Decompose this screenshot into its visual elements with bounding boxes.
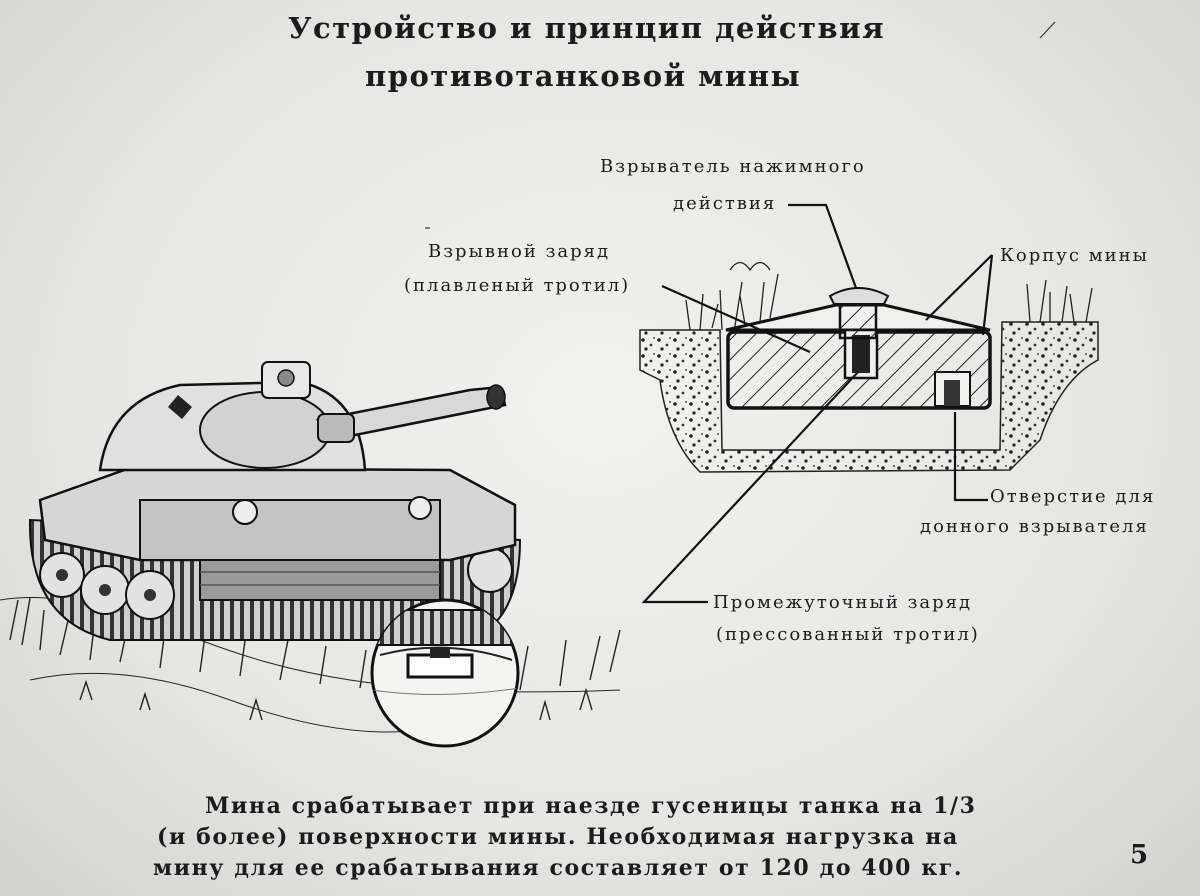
page-number: 5 bbox=[1130, 840, 1149, 870]
label-hole-line-2: донного взрывателя bbox=[920, 516, 1149, 537]
caption-line-3: мину для ее срабатывания составляет от 1… bbox=[153, 855, 964, 881]
caption-line-2: (и более) поверхности мины. Необходимая … bbox=[157, 824, 959, 850]
caption-line-1: Мина срабатывает при наезде гусеницы тан… bbox=[205, 793, 977, 819]
leader-case-right bbox=[981, 254, 994, 336]
leader-lines bbox=[641, 203, 994, 604]
magnifier-lens bbox=[370, 598, 520, 748]
soil-pit bbox=[639, 261, 1099, 473]
tank-gun bbox=[316, 384, 507, 443]
tank-turret bbox=[98, 361, 367, 472]
leader-bottom-hole bbox=[953, 412, 988, 502]
title-line-2: противотанковой мины bbox=[365, 59, 802, 93]
mine-cross-section-diagram bbox=[639, 203, 1099, 604]
pressure-fuze bbox=[828, 287, 890, 340]
leader-fuze bbox=[788, 203, 858, 289]
tank-hull bbox=[38, 466, 517, 601]
leader-explosive-charge bbox=[661, 284, 811, 354]
tank-illustration bbox=[0, 361, 621, 748]
label-charge-line-1: Взрывной заряд bbox=[428, 241, 611, 262]
leader-booster-charge bbox=[641, 371, 859, 604]
leader-case-left bbox=[925, 254, 993, 321]
label-fuze-line-1: Взрыватель нажимного bbox=[600, 156, 866, 177]
label-booster-line-2: (прессованный тротил) bbox=[716, 624, 980, 645]
surface-grass bbox=[685, 261, 1093, 333]
label-fuze-line-2: действия bbox=[673, 193, 777, 214]
film-scratches bbox=[425, 21, 1056, 229]
label-hole-line-1: Отверстие для bbox=[990, 486, 1156, 507]
label-charge-line-2: (плавленый тротил) bbox=[404, 275, 631, 296]
title-line-1: Устройство и принцип действия bbox=[288, 11, 886, 45]
label-mine-case: Корпус мины bbox=[1000, 245, 1150, 266]
label-booster-line-1: Промежуточный заряд bbox=[713, 592, 973, 613]
